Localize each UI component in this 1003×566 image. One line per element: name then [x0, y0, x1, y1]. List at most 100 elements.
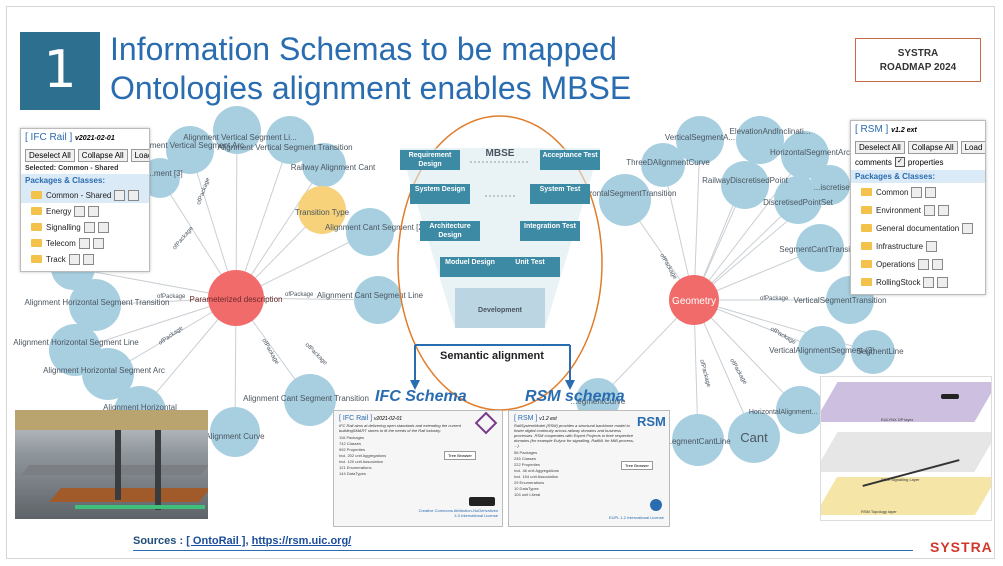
table-icon[interactable] [926, 240, 938, 252]
section-number-box: 1 [20, 32, 100, 110]
label-r1: ElevationAndInclinati... [730, 127, 811, 136]
edge-label: ofPackage [285, 292, 314, 298]
stat: 56 Packages [514, 450, 538, 455]
label-r5: RailwayDiscretisedPoint [702, 176, 789, 185]
ontorail-link[interactable]: [ OntoRail ] [186, 535, 246, 547]
tree-item-common-shared[interactable]: Common - Shared [21, 187, 149, 203]
edit-icon[interactable] [923, 276, 935, 288]
edit-icon[interactable] [74, 205, 86, 217]
label-r0: VerticalSegmentA... [665, 133, 735, 142]
sources-line: Sources : [ OntoRail ], https://rsm.uic.… [133, 535, 352, 547]
rsm-tree-item[interactable]: Infrastructure [851, 237, 985, 255]
rsm-tree-item[interactable]: Common [851, 183, 985, 201]
rsm-collapse-all-button[interactable]: Collapse All [907, 141, 958, 154]
stat: 742 Classes [339, 441, 362, 446]
label-horizontal-line: Alignment Horizontal Segment Line [13, 338, 139, 347]
table-icon[interactable] [92, 237, 104, 249]
label-cant-segment-line: Alignment Cant Segment Line [317, 291, 424, 300]
tree-item-telecom[interactable]: Telecom [21, 235, 149, 251]
stage-unit-test: Unit Test [500, 257, 560, 277]
rsm-card-ver: v1.2 ext [539, 416, 557, 422]
label-r13: ...egmentCantLine [665, 437, 731, 446]
table-icon[interactable] [925, 186, 937, 198]
edit-icon[interactable] [78, 237, 90, 249]
rsm-tree-item[interactable]: Operations [851, 255, 985, 273]
table-icon[interactable] [937, 276, 949, 288]
label-alignment-horizontal: Alignment Horizontal [103, 403, 177, 412]
layer-topology-label: RSM Topology layer [861, 509, 897, 514]
ifc-tree-browser-button[interactable]: Tree Browser [444, 451, 476, 460]
load-all-button[interactable]: Load All [130, 149, 149, 162]
edge-label: ofPackage [658, 253, 678, 281]
tree-item-label: RollingStock [876, 277, 921, 287]
edit-icon[interactable] [911, 186, 923, 198]
node-transition-type [298, 186, 346, 234]
table-icon[interactable] [82, 253, 94, 265]
layers-diagram-image: EULYNX DP layer RSM Signalling Layer RSM… [820, 376, 992, 521]
label-alignment-curve: Alignment Curve [205, 432, 265, 441]
stage-module-design: Moduel Design [440, 257, 500, 277]
edge-label: ofPackage [760, 296, 789, 302]
hub-label-parameterized: Parameterized description [190, 295, 283, 304]
rsm-tree-item[interactable]: RollingStock [851, 273, 985, 291]
edit-icon[interactable] [83, 221, 95, 233]
stat: Incl. 46 unit Aggregations [514, 468, 559, 473]
deselect-all-button[interactable]: Deselect All [25, 149, 75, 162]
rsm-tree-browser-button[interactable]: Tree Browser [621, 461, 653, 470]
node-horizontal-line [49, 324, 101, 376]
properties-checkbox[interactable]: ✓ [894, 157, 905, 167]
tree-item-label: Common - Shared [46, 190, 112, 200]
stat: Incl. 202 unit Aggregations [339, 453, 387, 458]
mbse-title: MBSE [486, 148, 515, 159]
node-railway-cant [302, 143, 346, 187]
rsm-deselect-all-button[interactable]: Deselect All [855, 141, 905, 154]
edit-icon[interactable] [962, 222, 974, 234]
systra-logo: SYSTRA [930, 539, 993, 555]
table-icon[interactable] [937, 204, 949, 216]
rsm-license-text[interactable]: EUPL 1.2 International License [609, 515, 664, 520]
table-icon[interactable] [97, 221, 109, 233]
tree-item-energy[interactable]: Energy [21, 203, 149, 219]
folder-icon [861, 188, 872, 196]
tree-item-signalling[interactable]: Signalling [21, 219, 149, 235]
layer-eulynx-label: EULYNX DP layer [881, 417, 914, 422]
ifc-selected-status: Selected: Common - Shared [25, 165, 119, 172]
semantic-alignment-caption: Semantic alignment [440, 350, 544, 362]
roadmap-line-1: SYSTRA [897, 48, 939, 59]
ifc-card-stats: 116 Packages 742 Classes 992 Properties … [334, 433, 502, 479]
rsm-uic-link[interactable]: https://rsm.uic.org/ [251, 535, 352, 547]
ifc-schema-label: IFC Schema [375, 388, 467, 405]
label-cant: Cant [740, 430, 768, 445]
hub-label-geometry: Geometry [672, 296, 716, 307]
ifc-panel-version: v2021-02-01 [75, 135, 115, 142]
development-box [455, 288, 545, 328]
edit-icon[interactable] [68, 253, 80, 265]
ifc-license-text[interactable]: Creative Commons Attribution-NoDerivativ… [418, 508, 498, 518]
folder-icon [31, 239, 42, 247]
label-horizontal-transition: Alignment Horizontal Segment Transition [25, 298, 170, 307]
table-icon[interactable] [88, 205, 100, 217]
label-transition-type: Transition Type [295, 208, 350, 217]
edge-label: ofPackage [157, 294, 186, 300]
station-3d-image [15, 410, 208, 519]
ifc-section-header: Packages & Classes: [21, 174, 149, 187]
stat: 10 DataTypes [514, 486, 539, 491]
right-graph-nodes [576, 116, 895, 466]
tree-item-label: Environment [876, 205, 921, 215]
edge-label: ofPackage [172, 225, 195, 251]
tree-item-track[interactable]: Track [21, 251, 149, 267]
table-icon[interactable] [128, 189, 140, 201]
label-r6: DiscretisedPointSet [763, 198, 834, 207]
label-r8: SegmentCantTransi... [779, 245, 857, 254]
collapse-all-button[interactable]: Collapse All [77, 149, 128, 162]
label-cant-segment: Alignment Cant Segment [2] [325, 223, 425, 232]
edit-icon[interactable] [918, 258, 930, 270]
label-vertical-arc: Alignment Vertical Segment Arc [132, 141, 244, 150]
rsm-load-button[interactable]: Load [960, 141, 985, 154]
graph-edge [693, 299, 801, 411]
edit-icon[interactable] [114, 189, 126, 201]
table-icon[interactable] [932, 258, 944, 270]
rsm-tree-item[interactable]: Environment [851, 201, 985, 219]
edit-icon[interactable] [923, 204, 935, 216]
rsm-tree-item[interactable]: General documentation [851, 219, 985, 237]
